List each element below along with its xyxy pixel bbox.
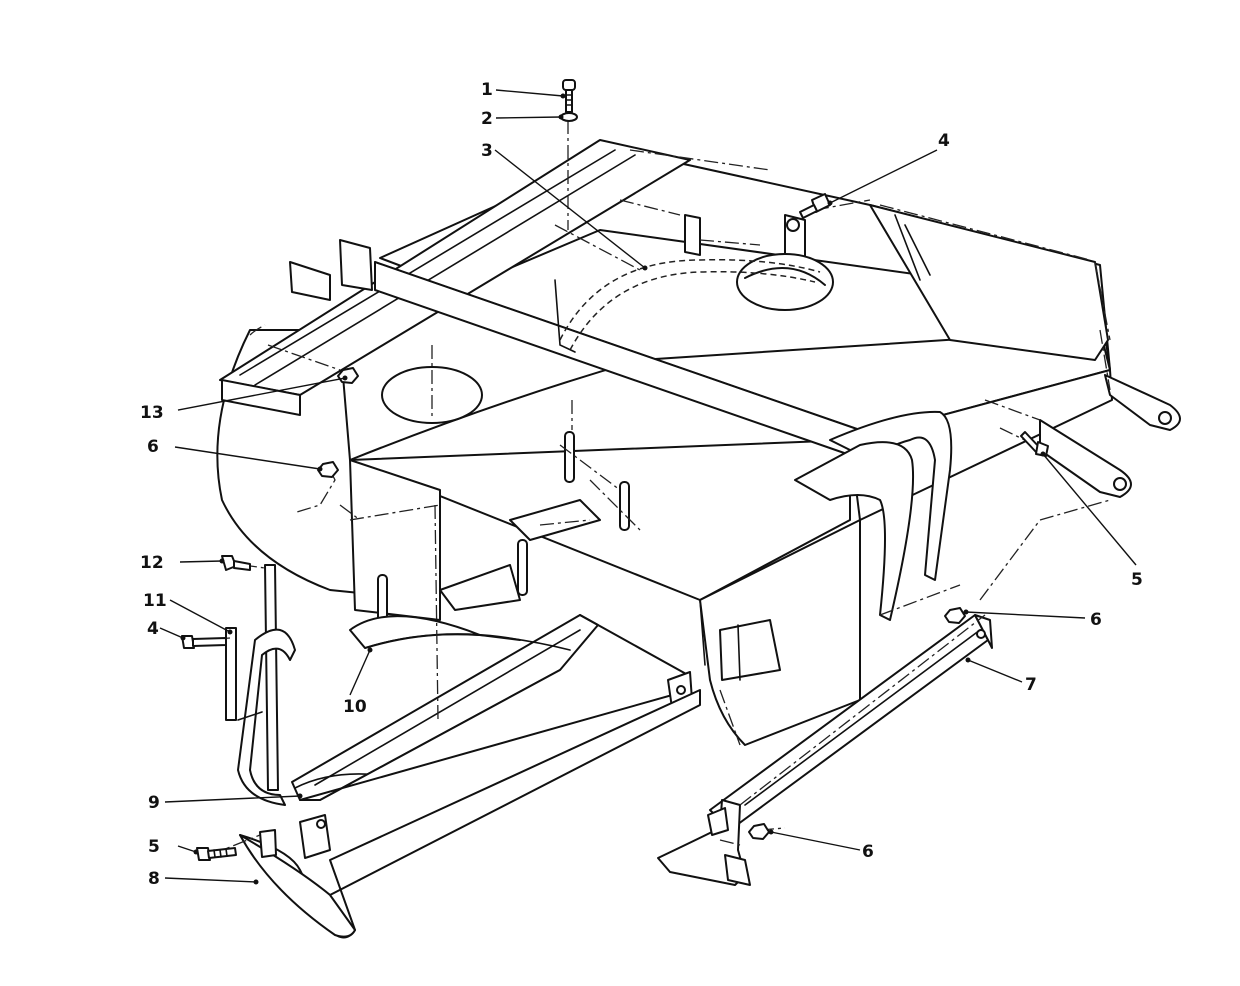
part-11-left-bracket — [225, 564, 296, 806]
part-7-front-end — [657, 799, 751, 886]
part-7-right-skirt — [709, 614, 993, 831]
callout-1: 1 — [481, 80, 493, 100]
callout-6-left: 6 — [147, 437, 159, 457]
spindle-posts — [377, 431, 630, 628]
right-baffle — [719, 410, 953, 681]
deck-openings — [381, 253, 834, 424]
part-9-discharge-chute — [291, 614, 693, 801]
leader-lines — [159, 89, 1137, 885]
callout-12: 12 — [140, 553, 164, 573]
callout-5-lower: 5 — [148, 837, 160, 857]
callout-6-lower: 6 — [862, 842, 874, 862]
callout-3: 3 — [481, 141, 493, 161]
callout-5-right: 5 — [1131, 570, 1143, 590]
part-10-blade-guard — [349, 615, 571, 651]
callout-9: 9 — [148, 793, 160, 813]
assembly-center-lines — [199, 120, 1111, 856]
callout-7: 7 — [1025, 675, 1037, 695]
nut-6-lower — [748, 823, 770, 840]
mower-deck-housing — [216, 149, 1113, 746]
bolt-12 — [221, 555, 251, 571]
part-8-left-skirt — [239, 689, 701, 939]
deck-channel-frame — [219, 139, 861, 456]
callout-10: 10 — [343, 697, 367, 717]
callout-6-right: 6 — [1090, 610, 1102, 630]
callout-2: 2 — [481, 109, 493, 129]
callout-11: 11 — [143, 591, 167, 611]
callout-4-upper: 4 — [938, 131, 950, 151]
callout-8: 8 — [148, 869, 160, 889]
hitch-brackets — [1039, 374, 1181, 498]
nut-6-right — [944, 607, 966, 624]
callout-4-left: 4 — [147, 619, 159, 639]
bolt-5-lower — [196, 847, 237, 861]
callout-13: 13 — [140, 403, 164, 423]
callout-labels: 1 2 3 4 5 6 6 6 7 8 9 10 11 12 13 4 5 — [140, 80, 1143, 889]
bolt-4-left — [181, 635, 227, 649]
